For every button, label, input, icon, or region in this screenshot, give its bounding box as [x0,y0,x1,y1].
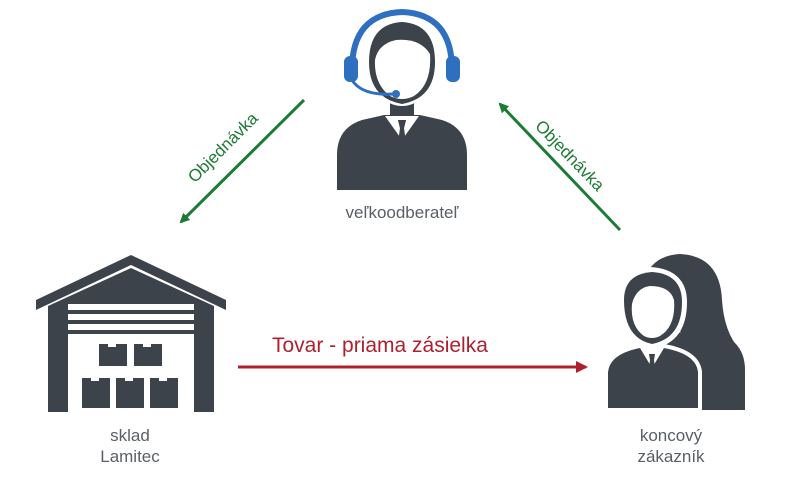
order-arrow-right [498,102,622,232]
customer-label-line1: koncový [639,426,703,445]
wholesaler-icon [337,8,467,190]
customer-label: koncový zákazník [606,425,736,467]
warehouse-label-line1: sklad [110,426,150,445]
warehouse-label-line2: Lamitec [100,447,160,466]
wholesaler-label: veľkoodberateľ [345,203,459,222]
customer-icon [604,254,745,412]
warehouse-icon [36,255,226,412]
shipment-label: Tovar - priama zásielka [272,334,488,357]
customer-label-line2: zákazník [637,447,705,466]
warehouse-label: sklad Lamitec [60,425,200,467]
order-arrow-left [179,98,306,224]
